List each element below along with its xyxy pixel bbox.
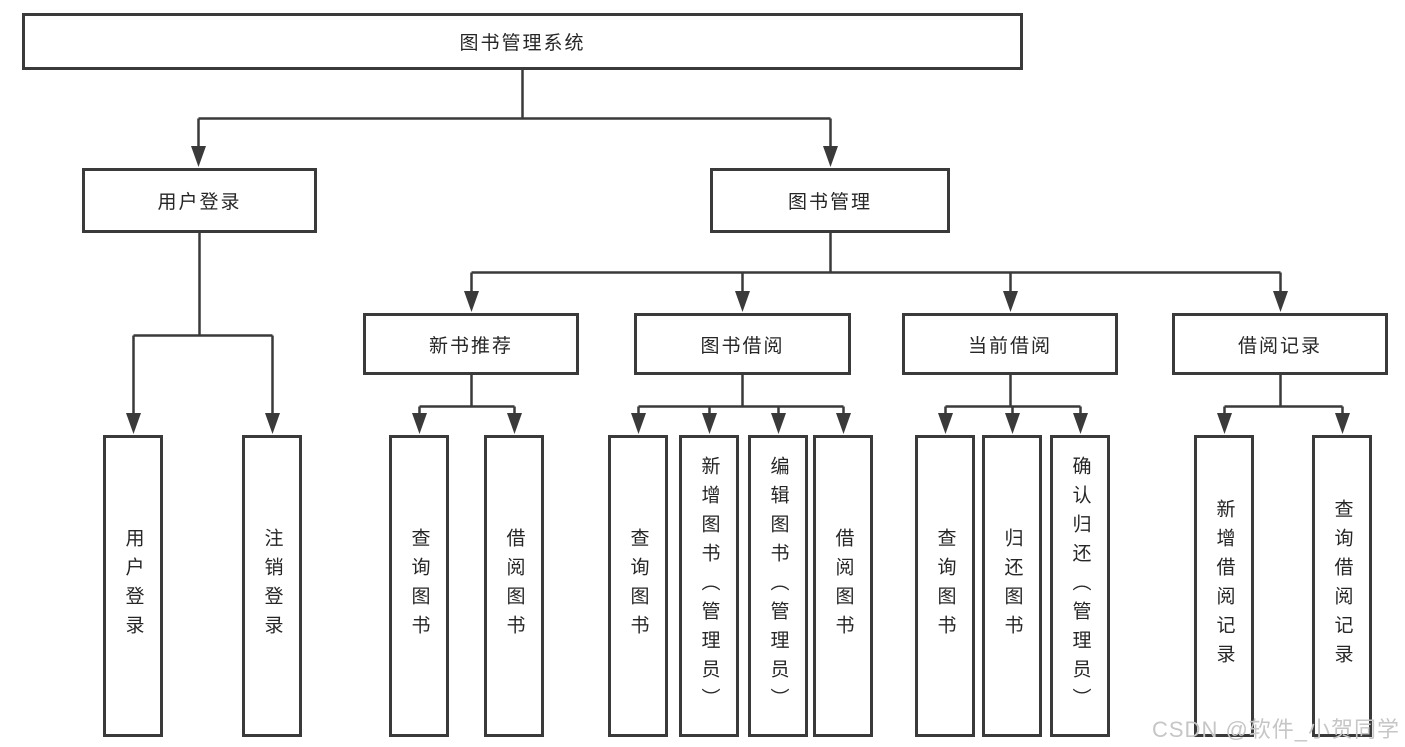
node-user-login: 用户登录 — [82, 168, 317, 233]
node-borrowing-records: 借阅记录 — [1172, 313, 1388, 375]
node-logout: 注销登录 — [242, 435, 302, 737]
node-query-books-borrowing: 查询图书 — [608, 435, 668, 737]
node-book-management: 图书管理 — [710, 168, 950, 233]
node-return-books: 归还图书 — [982, 435, 1042, 737]
node-borrow-books-recommend: 借阅图书 — [484, 435, 544, 737]
connector-arrows — [126, 146, 1350, 434]
node-add-borrow-record: 新增借阅记录 — [1194, 435, 1254, 737]
arrowhead-icon — [412, 413, 427, 434]
arrowhead-icon — [735, 291, 750, 312]
arrowhead-icon — [823, 146, 838, 167]
arrowhead-icon — [126, 413, 141, 434]
node-query-books-recommend: 查询图书 — [389, 435, 449, 737]
arrowhead-icon — [1003, 291, 1018, 312]
node-edit-books-admin: 编辑图书（管理员） — [748, 435, 808, 737]
arrowhead-icon — [1005, 413, 1020, 434]
arrowhead-icon — [265, 413, 280, 434]
arrowhead-icon — [836, 413, 851, 434]
arrowhead-icon — [771, 413, 786, 434]
arrowhead-icon — [1217, 413, 1232, 434]
node-borrow-books-borrowing: 借阅图书 — [813, 435, 873, 737]
node-current-borrowing: 当前借阅 — [902, 313, 1118, 375]
node-new-book-recommend: 新书推荐 — [363, 313, 579, 375]
node-user-login-leaf: 用户登录 — [103, 435, 163, 737]
connector-edges — [132, 70, 1344, 416]
arrowhead-icon — [1273, 291, 1288, 312]
arrowhead-icon — [702, 413, 717, 434]
arrowhead-icon — [631, 413, 646, 434]
node-book-borrowing: 图书借阅 — [634, 313, 851, 375]
arrowhead-icon — [938, 413, 953, 434]
node-query-books-current: 查询图书 — [915, 435, 975, 737]
arrowhead-icon — [464, 291, 479, 312]
arrowhead-icon — [1335, 413, 1350, 434]
node-confirm-return-admin: 确认归还（管理员） — [1050, 435, 1110, 737]
node-query-borrow-record: 查询借阅记录 — [1312, 435, 1372, 737]
node-add-books-admin: 新增图书（管理员） — [679, 435, 739, 737]
watermark: CSDN @软件_小贺同学 — [1152, 717, 1401, 742]
arrowhead-icon — [1073, 413, 1088, 434]
arrowhead-icon — [191, 146, 206, 167]
node-library-management-system: 图书管理系统 — [22, 13, 1023, 70]
arrowhead-icon — [507, 413, 522, 434]
